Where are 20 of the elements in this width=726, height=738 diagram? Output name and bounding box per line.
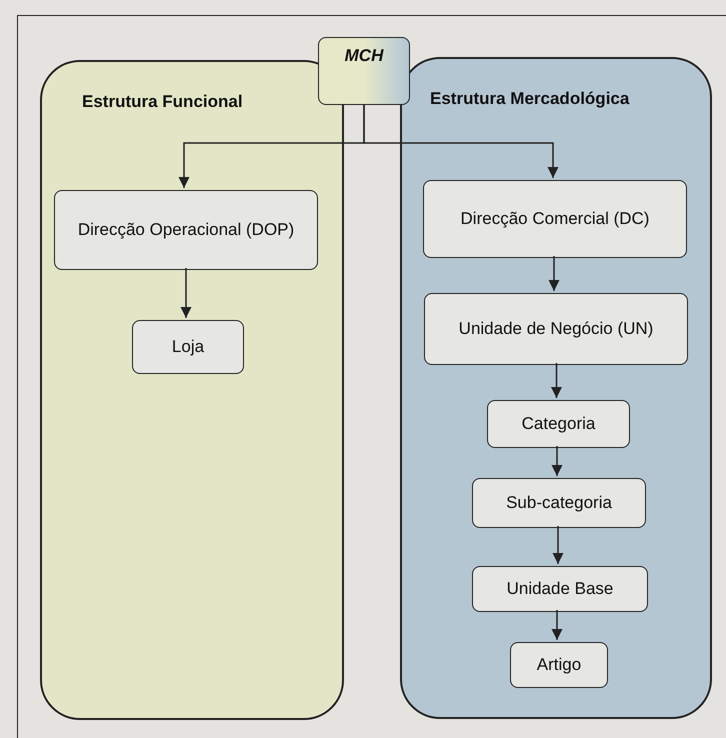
arrow	[548, 256, 560, 291]
panel-heading: Estrutura Funcional	[82, 92, 243, 112]
process-box: Unidade de Negócio (UN)	[424, 293, 688, 365]
process-box: Sub-categoria	[472, 478, 646, 528]
arrow	[552, 526, 564, 564]
process-box: Unidade Base	[472, 566, 648, 612]
process-box: Direcção Operacional (DOP)	[54, 190, 318, 270]
group-panel	[400, 57, 712, 719]
process-box: Artigo	[510, 642, 608, 688]
category-box: MCH	[318, 37, 410, 105]
process-box: Categoria	[487, 400, 630, 448]
process-box: Direcção Comercial (DC)	[423, 180, 687, 258]
panel-heading: Estrutura Mercadológica	[430, 89, 630, 109]
arrow	[551, 363, 562, 398]
group-panel	[40, 60, 344, 720]
arrow	[180, 268, 192, 318]
arrow	[363, 105, 558, 178]
process-box: Loja	[132, 320, 244, 374]
arrow	[552, 610, 562, 640]
arrow	[552, 446, 562, 476]
